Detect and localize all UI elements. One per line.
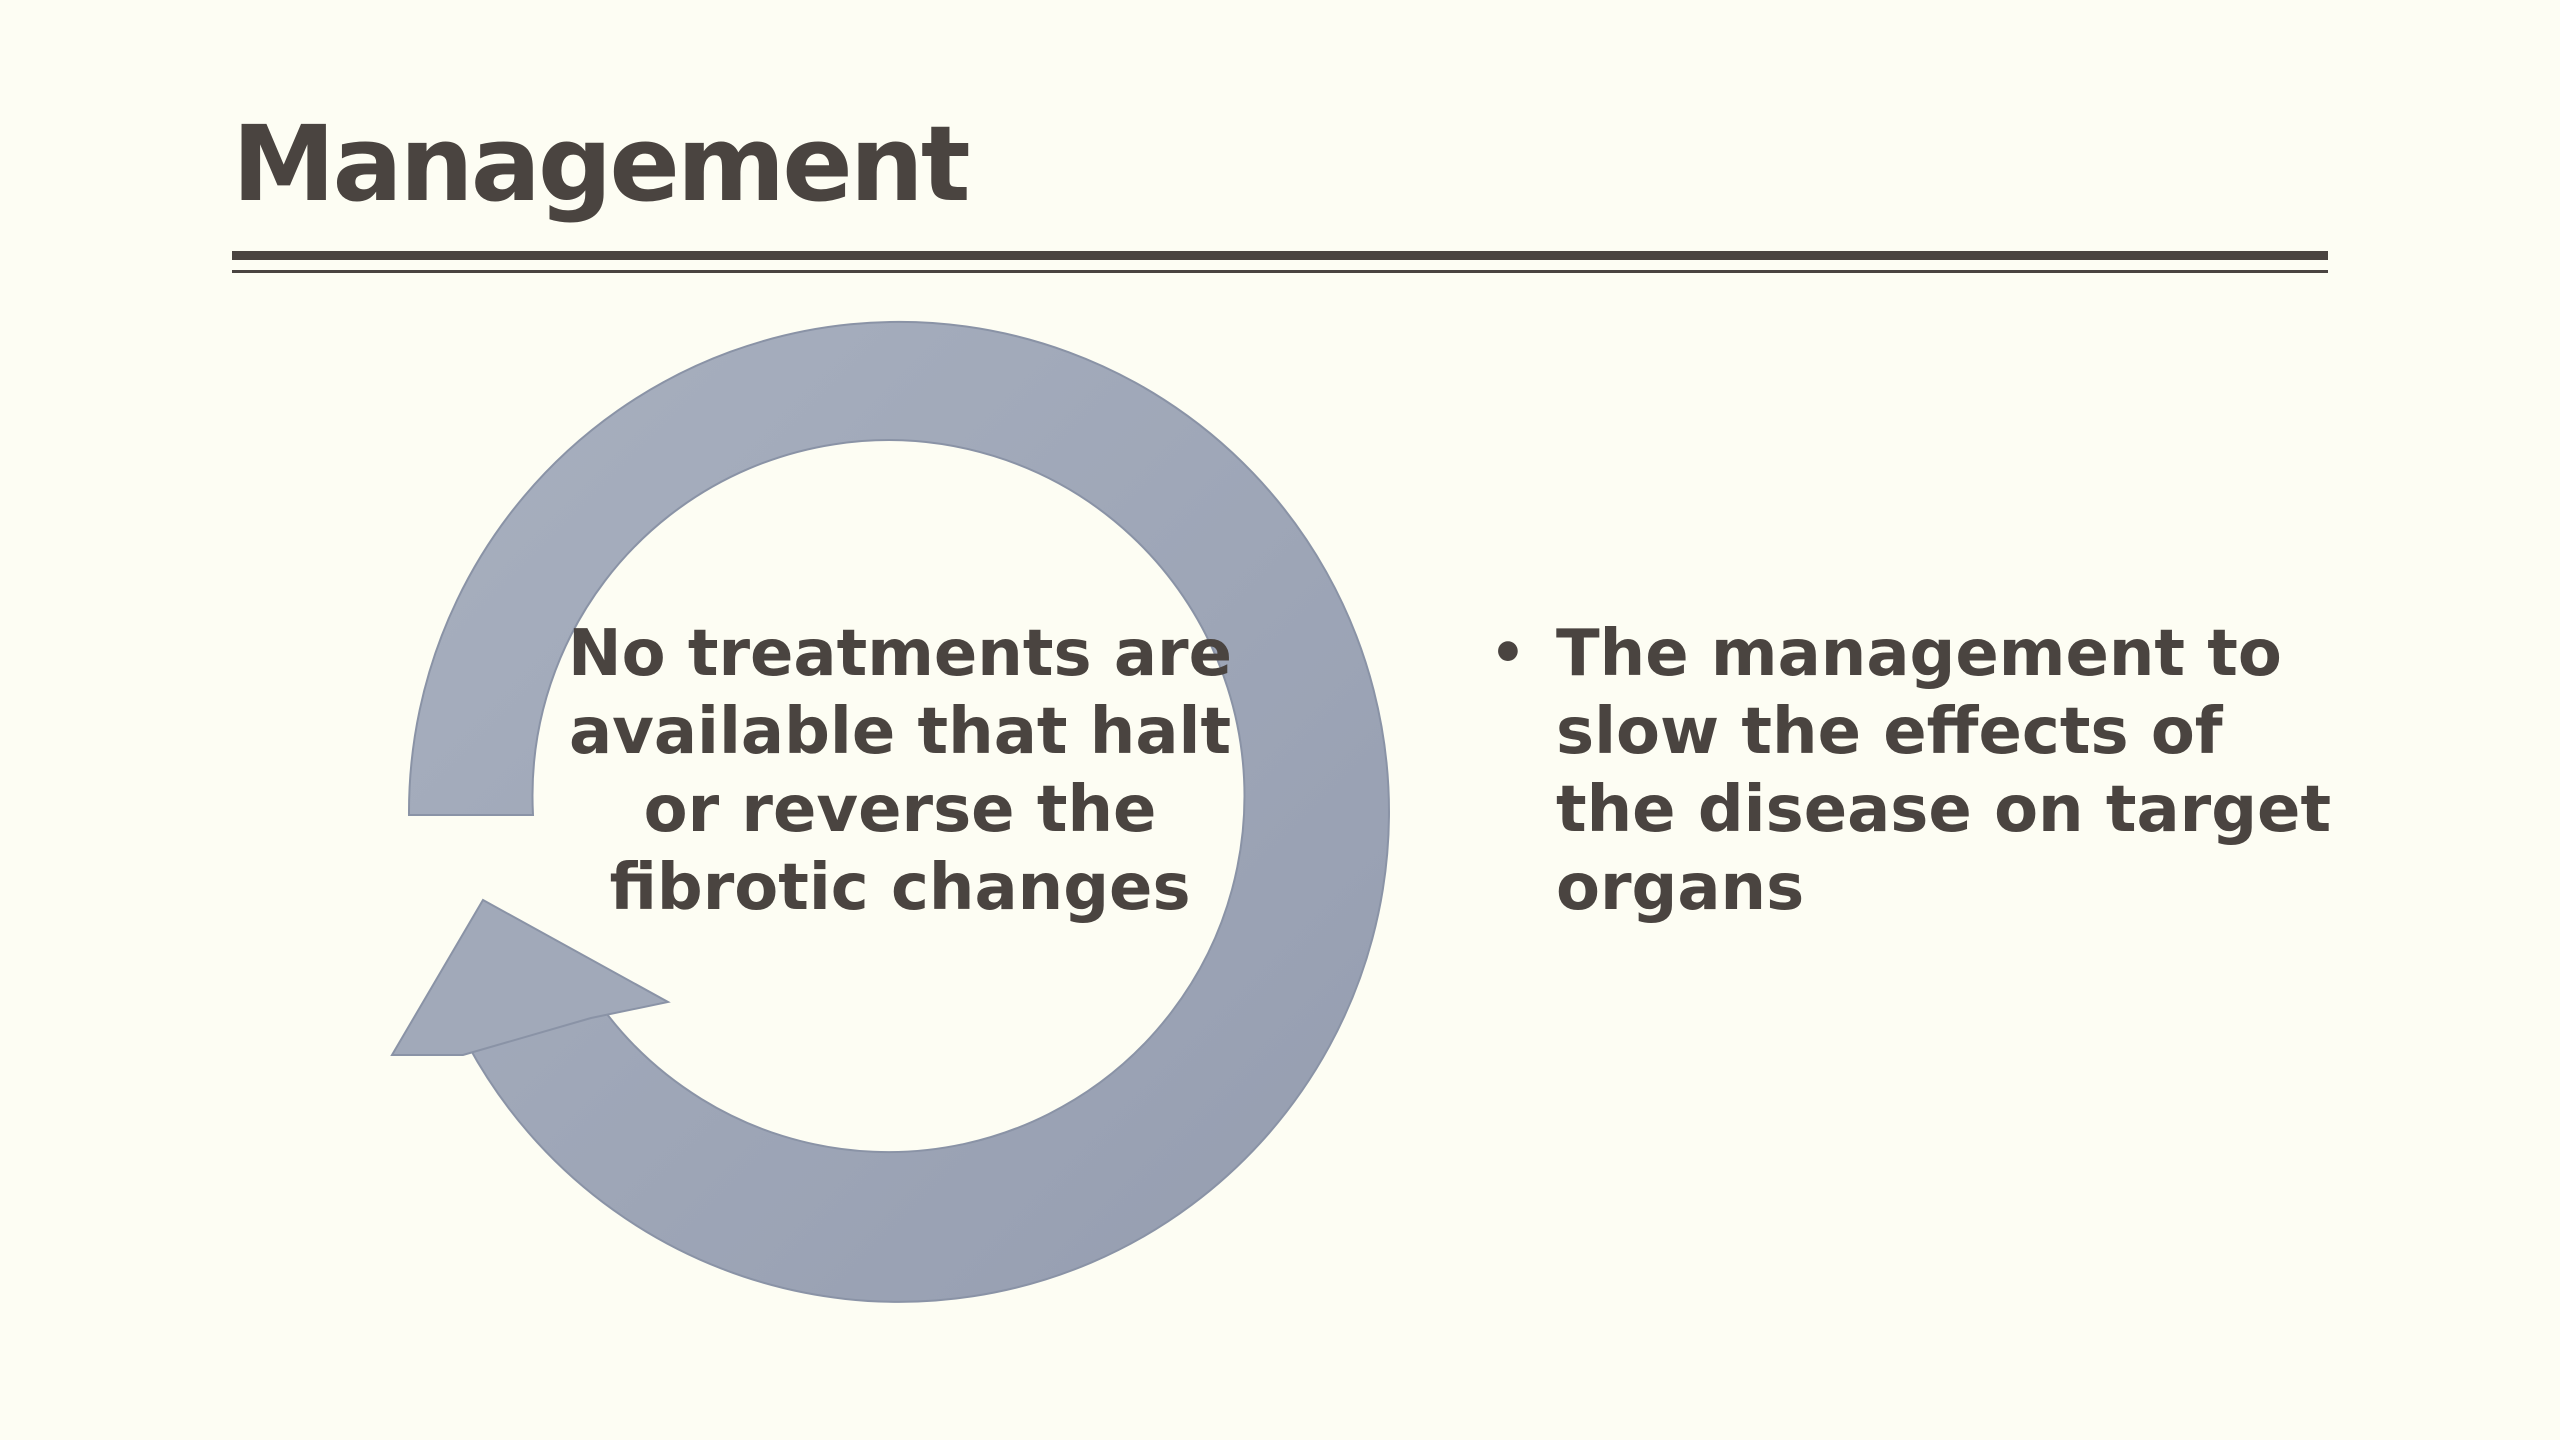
circular-arrow-icon xyxy=(390,320,1390,1303)
cycle-center-text: No treatments are available that halt or… xyxy=(568,617,1232,925)
bullet-marker: • xyxy=(1490,621,1526,686)
bullet-item: • The management to slow the effects of … xyxy=(1490,615,2350,927)
slide-title: Management xyxy=(232,103,971,225)
title-underline-thin xyxy=(232,270,2328,273)
cycle-arrow-head xyxy=(390,898,671,1056)
title-underline-thick xyxy=(232,251,2328,260)
bullet-list: • The management to slow the effects of … xyxy=(1490,615,2350,927)
bullet-text: The management to slow the effects of th… xyxy=(1556,617,2332,925)
cycle-arrow-body xyxy=(407,320,1390,1303)
